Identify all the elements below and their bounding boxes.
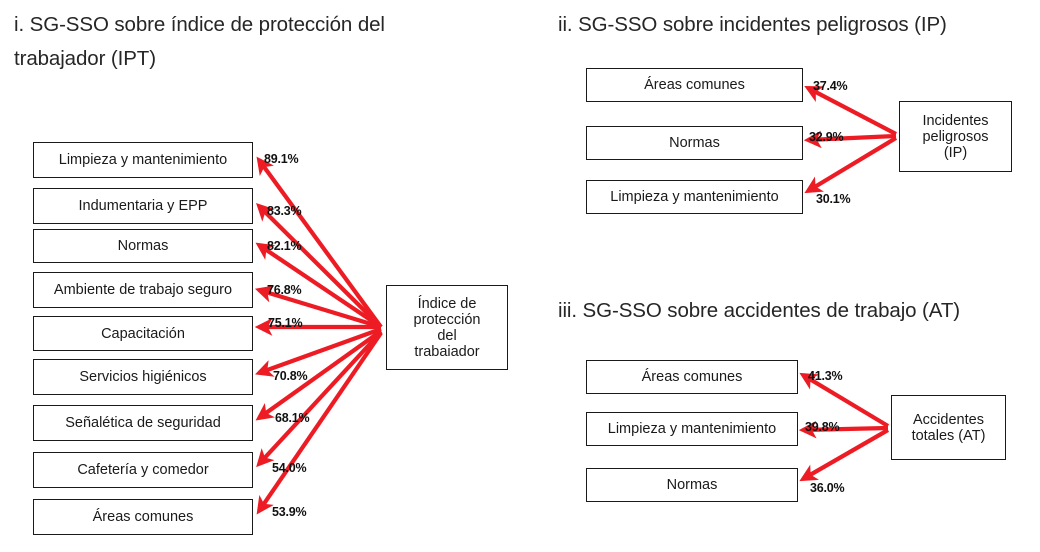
edge-value-i-3: 82.1% bbox=[267, 239, 302, 253]
source-label: Cafetería y comedor bbox=[77, 462, 209, 478]
target-label: Incidentes peligrosos (IP) bbox=[922, 112, 989, 161]
edge-value-ii-1: 37.4% bbox=[813, 79, 848, 93]
edge-value-ii-3: 30.1% bbox=[816, 192, 851, 206]
source-box-i-9[interactable]: Áreas comunes bbox=[33, 499, 253, 535]
source-label: Servicios higiénicos bbox=[79, 369, 207, 385]
source-label: Áreas comunes bbox=[92, 509, 194, 525]
panel-ii-title: ii. SG-SSO sobre incidentes peligrosos (… bbox=[558, 13, 947, 36]
arrow-ii-1 bbox=[804, 86, 897, 136]
target-label: Índice de protección del trabaiador bbox=[413, 295, 481, 360]
source-box-ii-1[interactable]: Áreas comunes bbox=[586, 68, 803, 102]
target-box-ipt[interactable]: Índice de protección del trabaiador bbox=[386, 285, 508, 370]
source-box-i-5[interactable]: Capacitación bbox=[33, 316, 253, 351]
source-label: Normas bbox=[669, 135, 720, 151]
edge-value-ii-2: 32.9% bbox=[809, 130, 844, 144]
arrow-ii-3 bbox=[804, 136, 898, 194]
source-box-iii-3[interactable]: Normas bbox=[586, 468, 798, 502]
edge-value-i-2: 83.3% bbox=[267, 204, 302, 218]
panel-iii-title: iii. SG-SSO sobre accidentes de trabajo … bbox=[558, 299, 960, 322]
source-box-ii-3[interactable]: Limpieza y mantenimiento bbox=[586, 180, 803, 214]
source-label: Señalética de seguridad bbox=[65, 415, 221, 431]
target-label: Accidentes totales (AT) bbox=[911, 411, 986, 444]
edge-value-i-4: 76.8% bbox=[267, 283, 302, 297]
arrow-i-8 bbox=[256, 330, 383, 468]
arrow-i-6 bbox=[255, 327, 382, 377]
source-box-i-8[interactable]: Cafetería y comedor bbox=[33, 452, 253, 488]
edge-value-i-6: 70.8% bbox=[273, 369, 308, 383]
source-box-i-3[interactable]: Normas bbox=[33, 229, 253, 263]
source-box-iii-2[interactable]: Limpieza y mantenimiento bbox=[586, 412, 798, 446]
edge-value-i-9: 53.9% bbox=[272, 505, 307, 519]
edge-value-iii-1: 41.3% bbox=[808, 369, 843, 383]
edge-value-i-7: 68.1% bbox=[275, 411, 310, 425]
arrow-iii-3 bbox=[799, 428, 890, 482]
source-box-iii-1[interactable]: Áreas comunes bbox=[586, 360, 798, 394]
source-box-i-2[interactable]: Indumentaria y EPP bbox=[33, 188, 253, 224]
edge-value-iii-3: 36.0% bbox=[810, 481, 845, 495]
target-box-ip[interactable]: Incidentes peligrosos (IP) bbox=[899, 101, 1012, 172]
source-box-i-7[interactable]: Señalética de seguridad bbox=[33, 405, 253, 441]
edge-value-i-8: 54.0% bbox=[272, 461, 307, 475]
source-box-i-6[interactable]: Servicios higiénicos bbox=[33, 359, 253, 395]
source-box-i-4[interactable]: Ambiente de trabajo seguro bbox=[33, 272, 253, 308]
source-label: Limpieza y mantenimiento bbox=[610, 189, 779, 205]
source-label: Limpieza y mantenimiento bbox=[58, 152, 228, 168]
arrow-i-2 bbox=[256, 203, 383, 329]
source-label: Capacitación bbox=[101, 325, 185, 342]
panel-i-title: i. SG-SSO sobre índice de protección del… bbox=[14, 13, 385, 70]
edge-value-iii-2: 39.8% bbox=[805, 420, 840, 434]
source-box-i-1[interactable]: Limpieza y mantenimiento bbox=[33, 142, 253, 178]
source-box-ii-2[interactable]: Normas bbox=[586, 126, 803, 160]
target-box-at[interactable]: Accidentes totales (AT) bbox=[891, 395, 1006, 460]
source-label: Normas bbox=[666, 477, 718, 493]
source-label: Limpieza y mantenimiento bbox=[607, 421, 777, 437]
source-label: Áreas comunes bbox=[641, 369, 743, 385]
source-label: Áreas comunes bbox=[644, 77, 745, 93]
source-label: Ambiente de trabajo seguro bbox=[53, 282, 233, 298]
source-label: Indumentaria y EPP bbox=[78, 198, 208, 214]
edge-value-i-5: 75.1% bbox=[268, 316, 303, 330]
edge-value-i-1: 89.1% bbox=[264, 152, 299, 166]
source-label: Normas bbox=[117, 238, 169, 254]
